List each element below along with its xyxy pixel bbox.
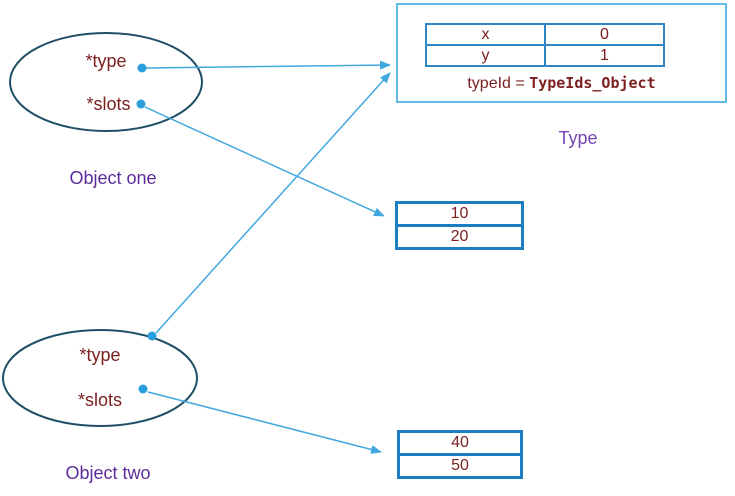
slot-value: 40 bbox=[451, 434, 469, 451]
attr-key-cell: x bbox=[425, 23, 546, 46]
object-one-slots-label: *slots bbox=[86, 94, 131, 114]
arrow-object-one-type-to-typebox bbox=[145, 60, 391, 70]
attr-key-cell: y bbox=[425, 44, 546, 67]
object-two-type-pointer-dot bbox=[147, 331, 157, 341]
table-row: y 1 bbox=[425, 44, 665, 67]
object-two-slots-label: *slots bbox=[77, 390, 122, 410]
object-one-slots-pointer-dot bbox=[136, 99, 146, 109]
arrow-object-two-type-to-typebox bbox=[155, 72, 391, 334]
object-one-ellipse bbox=[9, 32, 203, 132]
type-attributes-table: x 0 y 1 bbox=[425, 23, 665, 67]
attr-value-cell: 1 bbox=[544, 44, 665, 67]
object-two-caption: Object two bbox=[65, 463, 151, 483]
attr-value-cell: 0 bbox=[544, 23, 665, 46]
object-two-slots-pointer-dot bbox=[138, 384, 148, 394]
object-one-type-pointer-dot bbox=[137, 63, 147, 73]
slot-array-two: 40 50 bbox=[397, 430, 523, 479]
table-row: x 0 bbox=[425, 23, 665, 46]
object-two-type-label: *type bbox=[79, 345, 121, 365]
slot-value: 10 bbox=[450, 205, 469, 222]
type-id-label: typeId = bbox=[467, 75, 530, 92]
type-caption: Type bbox=[558, 128, 598, 148]
type-id-line: typeId = TypeIds_Object bbox=[398, 74, 725, 93]
slot-value: 50 bbox=[400, 453, 520, 476]
arrow-object-two-slots-to-array-two bbox=[147, 391, 382, 454]
type-box: x 0 y 1 typeId = TypeIds_Object bbox=[396, 3, 727, 103]
slot-array-one: 10 20 bbox=[395, 201, 524, 250]
slot-value: 20 bbox=[398, 224, 521, 247]
object-one-type-label: *type bbox=[85, 51, 127, 71]
object-one-caption: Object one bbox=[69, 168, 157, 188]
arrow-object-one-slots-to-array-one bbox=[144, 106, 385, 217]
type-id-value: TypeIds_Object bbox=[529, 74, 656, 92]
object-two-ellipse bbox=[2, 329, 198, 427]
